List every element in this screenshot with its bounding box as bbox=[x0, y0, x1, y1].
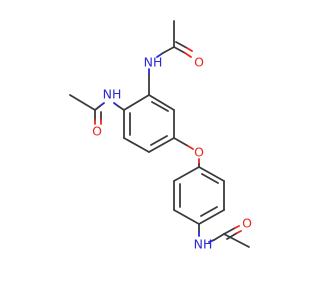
bond bbox=[123, 94, 150, 111]
bond bbox=[173, 166, 200, 182]
bond bbox=[156, 52, 164, 58]
double-bond bbox=[186, 47, 193, 52]
acetamide-bottom: NH O bbox=[194, 216, 252, 252]
acetamide-top: NH O bbox=[144, 20, 204, 96]
bond bbox=[148, 94, 175, 111]
o-bottom-label: O bbox=[242, 216, 252, 231]
bond bbox=[198, 209, 225, 225]
bond bbox=[113, 102, 119, 107]
double-bond bbox=[226, 232, 238, 240]
o-left-label: O bbox=[92, 124, 102, 139]
bond bbox=[187, 145, 194, 150]
o-top-label: O bbox=[194, 55, 204, 70]
nh-left-label: NH bbox=[103, 87, 122, 102]
double-bond-inner bbox=[151, 101, 169, 112]
bond bbox=[223, 233, 250, 248]
bond bbox=[162, 46, 175, 54]
bond bbox=[223, 227, 236, 235]
bond bbox=[173, 46, 186, 54]
acetamide-left: NH O bbox=[69, 87, 125, 139]
ring-a bbox=[123, 94, 175, 153]
double-bond bbox=[236, 230, 242, 234]
bond bbox=[213, 233, 225, 241]
molecule-structure: NH O NH O O bbox=[69, 20, 252, 252]
bond bbox=[184, 52, 192, 58]
double-bond bbox=[175, 41, 188, 49]
bond bbox=[123, 137, 150, 153]
nh-top-label: NH bbox=[144, 55, 163, 70]
o-ether-label: O bbox=[194, 145, 204, 160]
bond bbox=[117, 105, 125, 111]
bond bbox=[69, 94, 96, 111]
bond bbox=[148, 137, 175, 153]
double-bond-inner bbox=[150, 135, 168, 146]
bond bbox=[173, 209, 200, 225]
double-bond-inner bbox=[200, 206, 218, 217]
bond bbox=[173, 137, 189, 147]
ether-bridge: O bbox=[173, 137, 204, 168]
nh-bottom-label: NH bbox=[194, 237, 213, 252]
ring-b bbox=[173, 166, 225, 225]
bond bbox=[234, 225, 240, 229]
double-bond-inner bbox=[201, 173, 219, 184]
bond bbox=[198, 166, 225, 182]
bond bbox=[94, 105, 101, 111]
